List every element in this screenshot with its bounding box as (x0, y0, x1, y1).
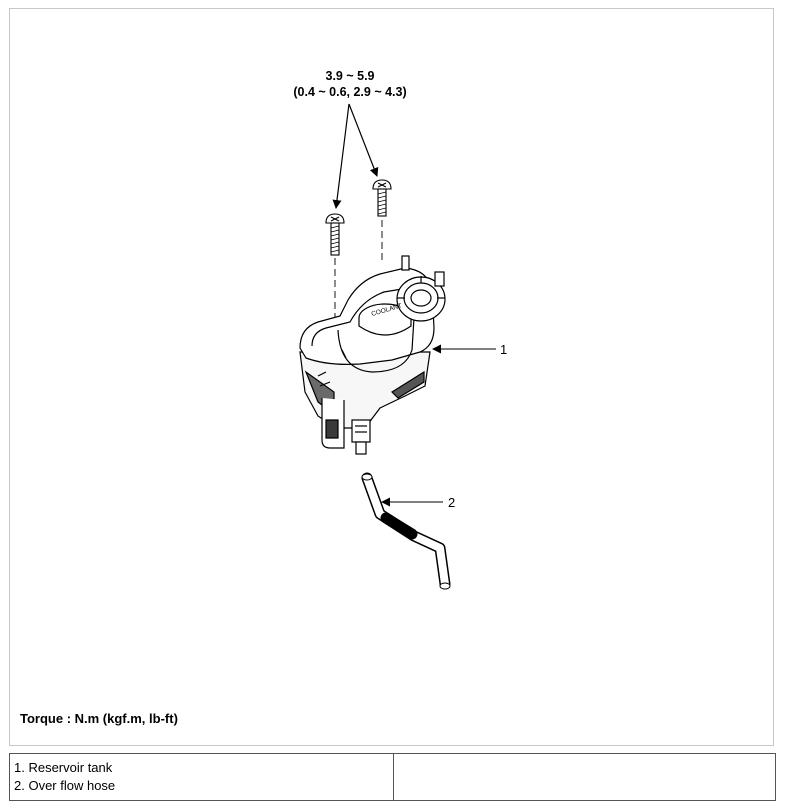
reservoir-tank (299, 255, 446, 455)
callout-leaders (381, 344, 496, 507)
legend-cell-empty (394, 754, 775, 800)
torque-units-note: Torque : N.m (kgf.m, lb-ft) (20, 711, 178, 726)
torque-spec-converted: (0.4 ~ 0.6, 2.9 ~ 4.3) (293, 85, 407, 99)
legend-cell: 1. Reservoir tank 2. Over flow hose (10, 754, 394, 800)
parts-legend-table: 1. Reservoir tank 2. Over flow hose (9, 753, 776, 801)
legend-item: 2. Over flow hose (14, 778, 116, 793)
callout-2: 2 (448, 495, 456, 510)
callout-1: 1 (500, 342, 508, 357)
bolt-right (372, 179, 392, 217)
torque-spec-label: 3.9 ~ 5.9 (0.4 ~ 0.6, 2.9 ~ 4.3) (270, 68, 430, 100)
torque-leader-lines (332, 103, 379, 209)
bolt-left (325, 213, 345, 256)
overflow-hose (361, 472, 451, 590)
torque-spec-nm: 3.9 ~ 5.9 (325, 69, 375, 83)
legend-item: 1. Reservoir tank (14, 760, 113, 775)
